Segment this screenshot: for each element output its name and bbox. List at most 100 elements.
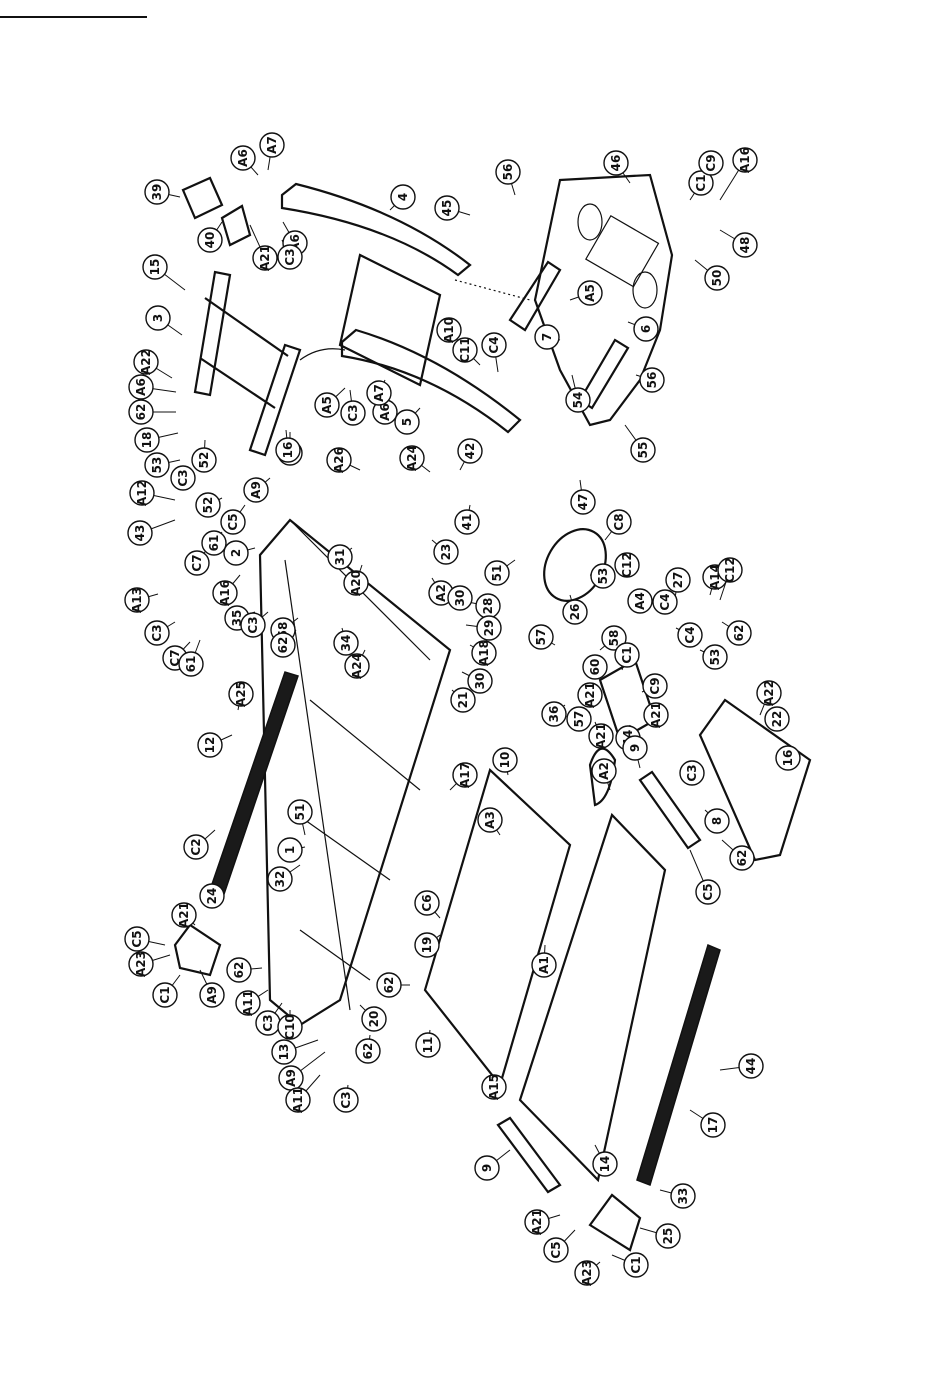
callout-a4: A4 [627, 588, 653, 614]
callout-circle [199, 883, 225, 909]
callout-circle [665, 567, 691, 593]
callout-circle [212, 580, 238, 606]
callout-text: A17 [458, 762, 472, 788]
callout-text: A13 [130, 587, 144, 613]
callout-text: 6 [639, 325, 653, 333]
callout-circle [729, 845, 755, 871]
callout-circle [223, 540, 249, 566]
callout-text: 18 [140, 432, 154, 449]
callout-text: A23 [134, 951, 148, 977]
upright-side-cover [181, 176, 224, 220]
callout-text: 62 [732, 625, 746, 642]
callout-text: C3 [176, 469, 190, 486]
callout-text: A1 [537, 956, 551, 974]
callout-text: 17 [706, 1117, 720, 1134]
callout-circle [170, 465, 196, 491]
callout-12: 12 [197, 732, 223, 758]
callout-text: 42 [463, 443, 477, 460]
callout-text: C10 [283, 1014, 297, 1040]
callout-a6: A6 [128, 374, 154, 400]
callout-circle [178, 651, 204, 677]
callout-text: 57 [572, 711, 586, 728]
callout-text: A5 [320, 396, 334, 414]
callout-9: 9 [622, 735, 648, 761]
callout-a11: A11 [285, 1087, 311, 1113]
callout-circle [390, 184, 416, 210]
callout-circle [183, 834, 209, 860]
callout-a21: A21 [577, 682, 603, 708]
callout-c4: C4 [677, 622, 703, 648]
callout-circle [414, 932, 440, 958]
callout-62: 62 [726, 620, 752, 646]
callout-53: 53 [144, 452, 170, 478]
callout-circle [484, 560, 510, 586]
callout-text: 3 [151, 314, 165, 322]
callout-text: A3 [483, 811, 497, 829]
callout-circle [652, 589, 678, 615]
callout-c5: C5 [543, 1237, 569, 1263]
callout-31: 31 [327, 544, 353, 570]
callout-a21: A21 [524, 1209, 550, 1235]
callout-32: 32 [267, 866, 293, 892]
callout-circle [481, 332, 507, 358]
callout-text: 61 [184, 656, 198, 673]
callout-circle [144, 179, 170, 205]
callout-57: 57 [566, 706, 592, 732]
callout-circle [577, 682, 603, 708]
callout-57: 57 [528, 624, 554, 650]
callout-33: 33 [670, 1183, 696, 1209]
callout-circle [603, 150, 629, 176]
callout-text: C12 [723, 557, 737, 583]
callout-text: 12 [203, 737, 217, 754]
callout-circle [588, 723, 614, 749]
callout-circle [226, 957, 252, 983]
callout-text: A10 [442, 317, 456, 343]
callout-circle [565, 387, 591, 413]
callout-text: C5 [701, 883, 715, 900]
callout-circle [195, 492, 221, 518]
callout-circle [643, 702, 669, 728]
callout-circle [326, 447, 352, 473]
callout-circle [235, 990, 261, 1016]
callout-text: 62 [361, 1043, 375, 1060]
callout-text: C9 [648, 677, 662, 694]
callout-a3: A3 [477, 807, 503, 833]
callout-c12: C12 [614, 552, 640, 578]
callout-a10: A10 [436, 317, 462, 343]
callout-5: 5 [394, 409, 420, 435]
callout-a24: A24 [399, 445, 425, 471]
callout-c5: C5 [695, 879, 721, 905]
callout-46: 46 [603, 150, 629, 176]
callout-text: 45 [440, 200, 454, 217]
callout-circle [271, 1039, 297, 1065]
callout-circle [394, 409, 420, 435]
callout-c7: C7 [184, 550, 210, 576]
callout-text: 62 [134, 404, 148, 421]
callout-circle [230, 145, 256, 171]
callout-circle [133, 349, 159, 375]
callout-a21: A21 [588, 723, 614, 749]
callout-circle [582, 654, 608, 680]
callout-circle [614, 552, 640, 578]
callout-text: 60 [588, 659, 602, 676]
callout-text: A24 [350, 653, 364, 679]
callout-text: 33 [676, 1188, 690, 1205]
right-end-cap [588, 1193, 642, 1252]
callout-text: 5 [400, 418, 414, 426]
callout-51: 51 [484, 560, 510, 586]
callout-circle [366, 380, 392, 406]
callout-text: 9 [628, 744, 642, 752]
callout-text: C6 [420, 894, 434, 911]
callout-circle [197, 732, 223, 758]
callout-a9: A9 [243, 477, 269, 503]
callout-circle [414, 890, 440, 916]
callout-52: 52 [195, 492, 221, 518]
callout-text: 34 [339, 635, 353, 652]
callout-a9: A9 [278, 1065, 304, 1091]
callout-text: C3 [339, 1091, 353, 1108]
callout-text: 44 [744, 1058, 758, 1075]
callout-text: A2 [434, 584, 448, 602]
callout-text: C9 [704, 154, 718, 171]
left-handrail [280, 182, 472, 277]
callout-c3: C3 [277, 244, 303, 270]
